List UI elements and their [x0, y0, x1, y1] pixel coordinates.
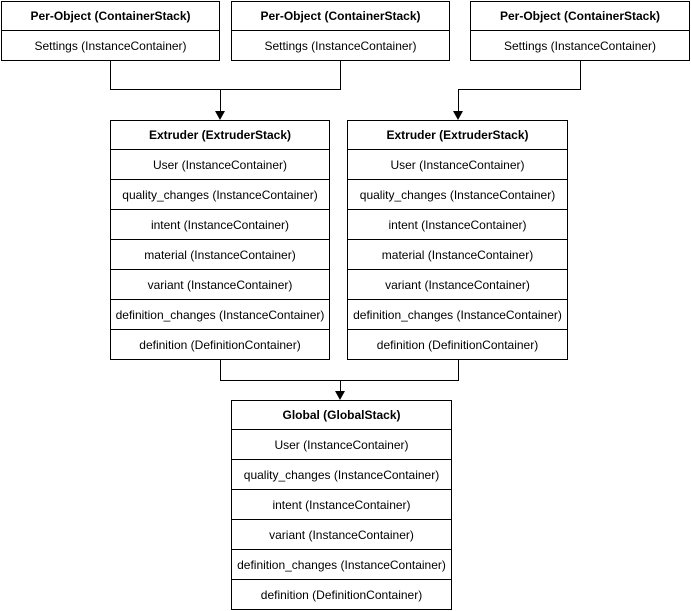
connector-perobject3-down: [580, 61, 581, 89]
container-row: intent (InstanceContainer): [232, 489, 451, 519]
per-object-stack-3-rows: Settings (InstanceContainer): [471, 30, 689, 60]
container-row: variant (InstanceContainer): [232, 519, 451, 549]
container-row: variant (InstanceContainer): [348, 269, 567, 299]
container-row: intent (InstanceContainer): [348, 209, 567, 239]
extruder-stack-1-header: Extruder (ExtruderStack): [148, 128, 292, 142]
container-row: material (InstanceContainer): [111, 239, 329, 269]
container-row: Settings (InstanceContainer): [232, 30, 449, 60]
global-stack: Global (GlobalStack) User (InstanceConta…: [231, 400, 452, 610]
per-object-stack-2: Per-Object (ContainerStack) Settings (In…: [231, 1, 450, 61]
container-row: User (InstanceContainer): [111, 149, 329, 179]
container-row: Settings (InstanceContainer): [471, 30, 689, 60]
connector-extruder1-down: [220, 360, 221, 380]
per-object-stack-1-rows: Settings (InstanceContainer): [2, 30, 219, 60]
container-row: definition (DefinitionContainer): [348, 329, 567, 359]
per-object-stack-1-header: Per-Object (ContainerStack): [30, 9, 191, 23]
per-object-stack-2-header: Per-Object (ContainerStack): [260, 9, 421, 23]
container-row: Settings (InstanceContainer): [2, 30, 219, 60]
arrowhead-extruder1-icon: [215, 111, 225, 120]
connector-to-global: [340, 380, 341, 392]
container-row: definition (DefinitionContainer): [111, 329, 329, 359]
connector-perobject2-down: [340, 61, 341, 89]
per-object-stack-1: Per-Object (ContainerStack) Settings (In…: [1, 1, 220, 61]
container-row: quality_changes (InstanceContainer): [232, 459, 451, 489]
global-stack-rows: User (InstanceContainer)quality_changes …: [232, 429, 451, 609]
global-stack-header: Global (GlobalStack): [282, 408, 401, 422]
container-row: quality_changes (InstanceContainer): [111, 179, 329, 209]
extruder-stack-1: Extruder (ExtruderStack) User (InstanceC…: [110, 120, 330, 360]
connector-extruder2-down: [458, 360, 459, 380]
container-row: definition_changes (InstanceContainer): [111, 299, 329, 329]
extruder-stack-2-rows: User (InstanceContainer)quality_changes …: [348, 149, 567, 359]
connector-extruders-merge: [220, 380, 459, 381]
per-object-stack-3: Per-Object (ContainerStack) Settings (In…: [470, 1, 690, 61]
extruder-stack-1-rows: User (InstanceContainer)quality_changes …: [111, 149, 329, 359]
container-row: User (InstanceContainer): [232, 429, 451, 459]
container-row: User (InstanceContainer): [348, 149, 567, 179]
container-row: variant (InstanceContainer): [111, 269, 329, 299]
connector-perobject3-across: [458, 89, 581, 90]
container-row: definition_changes (InstanceContainer): [232, 549, 451, 579]
container-row: definition (DefinitionContainer): [232, 579, 451, 609]
connector-to-extruder1: [220, 89, 221, 112]
container-row: material (InstanceContainer): [348, 239, 567, 269]
container-row: intent (InstanceContainer): [111, 209, 329, 239]
arrowhead-global-icon: [335, 391, 345, 400]
arrowhead-extruder2-icon: [453, 111, 463, 120]
extruder-stack-2: Extruder (ExtruderStack) User (InstanceC…: [347, 120, 568, 360]
connector-perobject12-merge: [110, 89, 341, 90]
extruder-stack-2-header: Extruder (ExtruderStack): [386, 128, 529, 142]
connector-perobject1-down: [110, 61, 111, 89]
container-row: definition_changes (InstanceContainer): [348, 299, 567, 329]
connector-to-extruder2: [458, 89, 459, 112]
container-row: quality_changes (InstanceContainer): [348, 179, 567, 209]
per-object-stack-2-rows: Settings (InstanceContainer): [232, 30, 449, 60]
per-object-stack-3-header: Per-Object (ContainerStack): [499, 9, 661, 23]
